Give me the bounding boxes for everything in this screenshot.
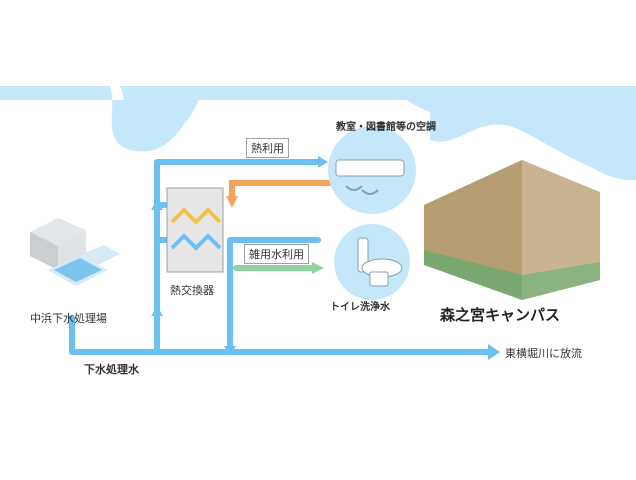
exchanger-coil-top [170, 207, 222, 225]
air-conditioner-bubble [328, 126, 416, 214]
heat-use-label: 熱利用 [246, 138, 289, 158]
campus-building-image [424, 160, 600, 300]
gray-water-label: 雑用水利用 [244, 244, 309, 264]
sky-background-left [0, 86, 636, 181]
arrowheads [151, 156, 500, 360]
air-conditioning-label: 教室・図書館等の空調 [336, 122, 436, 133]
plant-label: 中浜下水処理場 [30, 312, 107, 325]
exchanger-coil-bottom [170, 233, 222, 251]
toilet-label: トイレ洗浄水 [330, 302, 390, 313]
heat-return-arrowhead [226, 196, 238, 208]
campus-label: 森之宮キャンパス [440, 306, 561, 324]
discharge-label: 東横堀川に放流 [505, 347, 582, 360]
gray-water-arrowhead [312, 262, 324, 274]
heat-return-pipe [229, 180, 338, 201]
heat-exchanger-box [166, 187, 224, 273]
toilet-bubble [334, 224, 410, 300]
exchanger-label: 熱交換器 [170, 284, 214, 297]
source-label: 下水処理水 [84, 363, 139, 376]
treatment-plant-icon [30, 218, 120, 286]
